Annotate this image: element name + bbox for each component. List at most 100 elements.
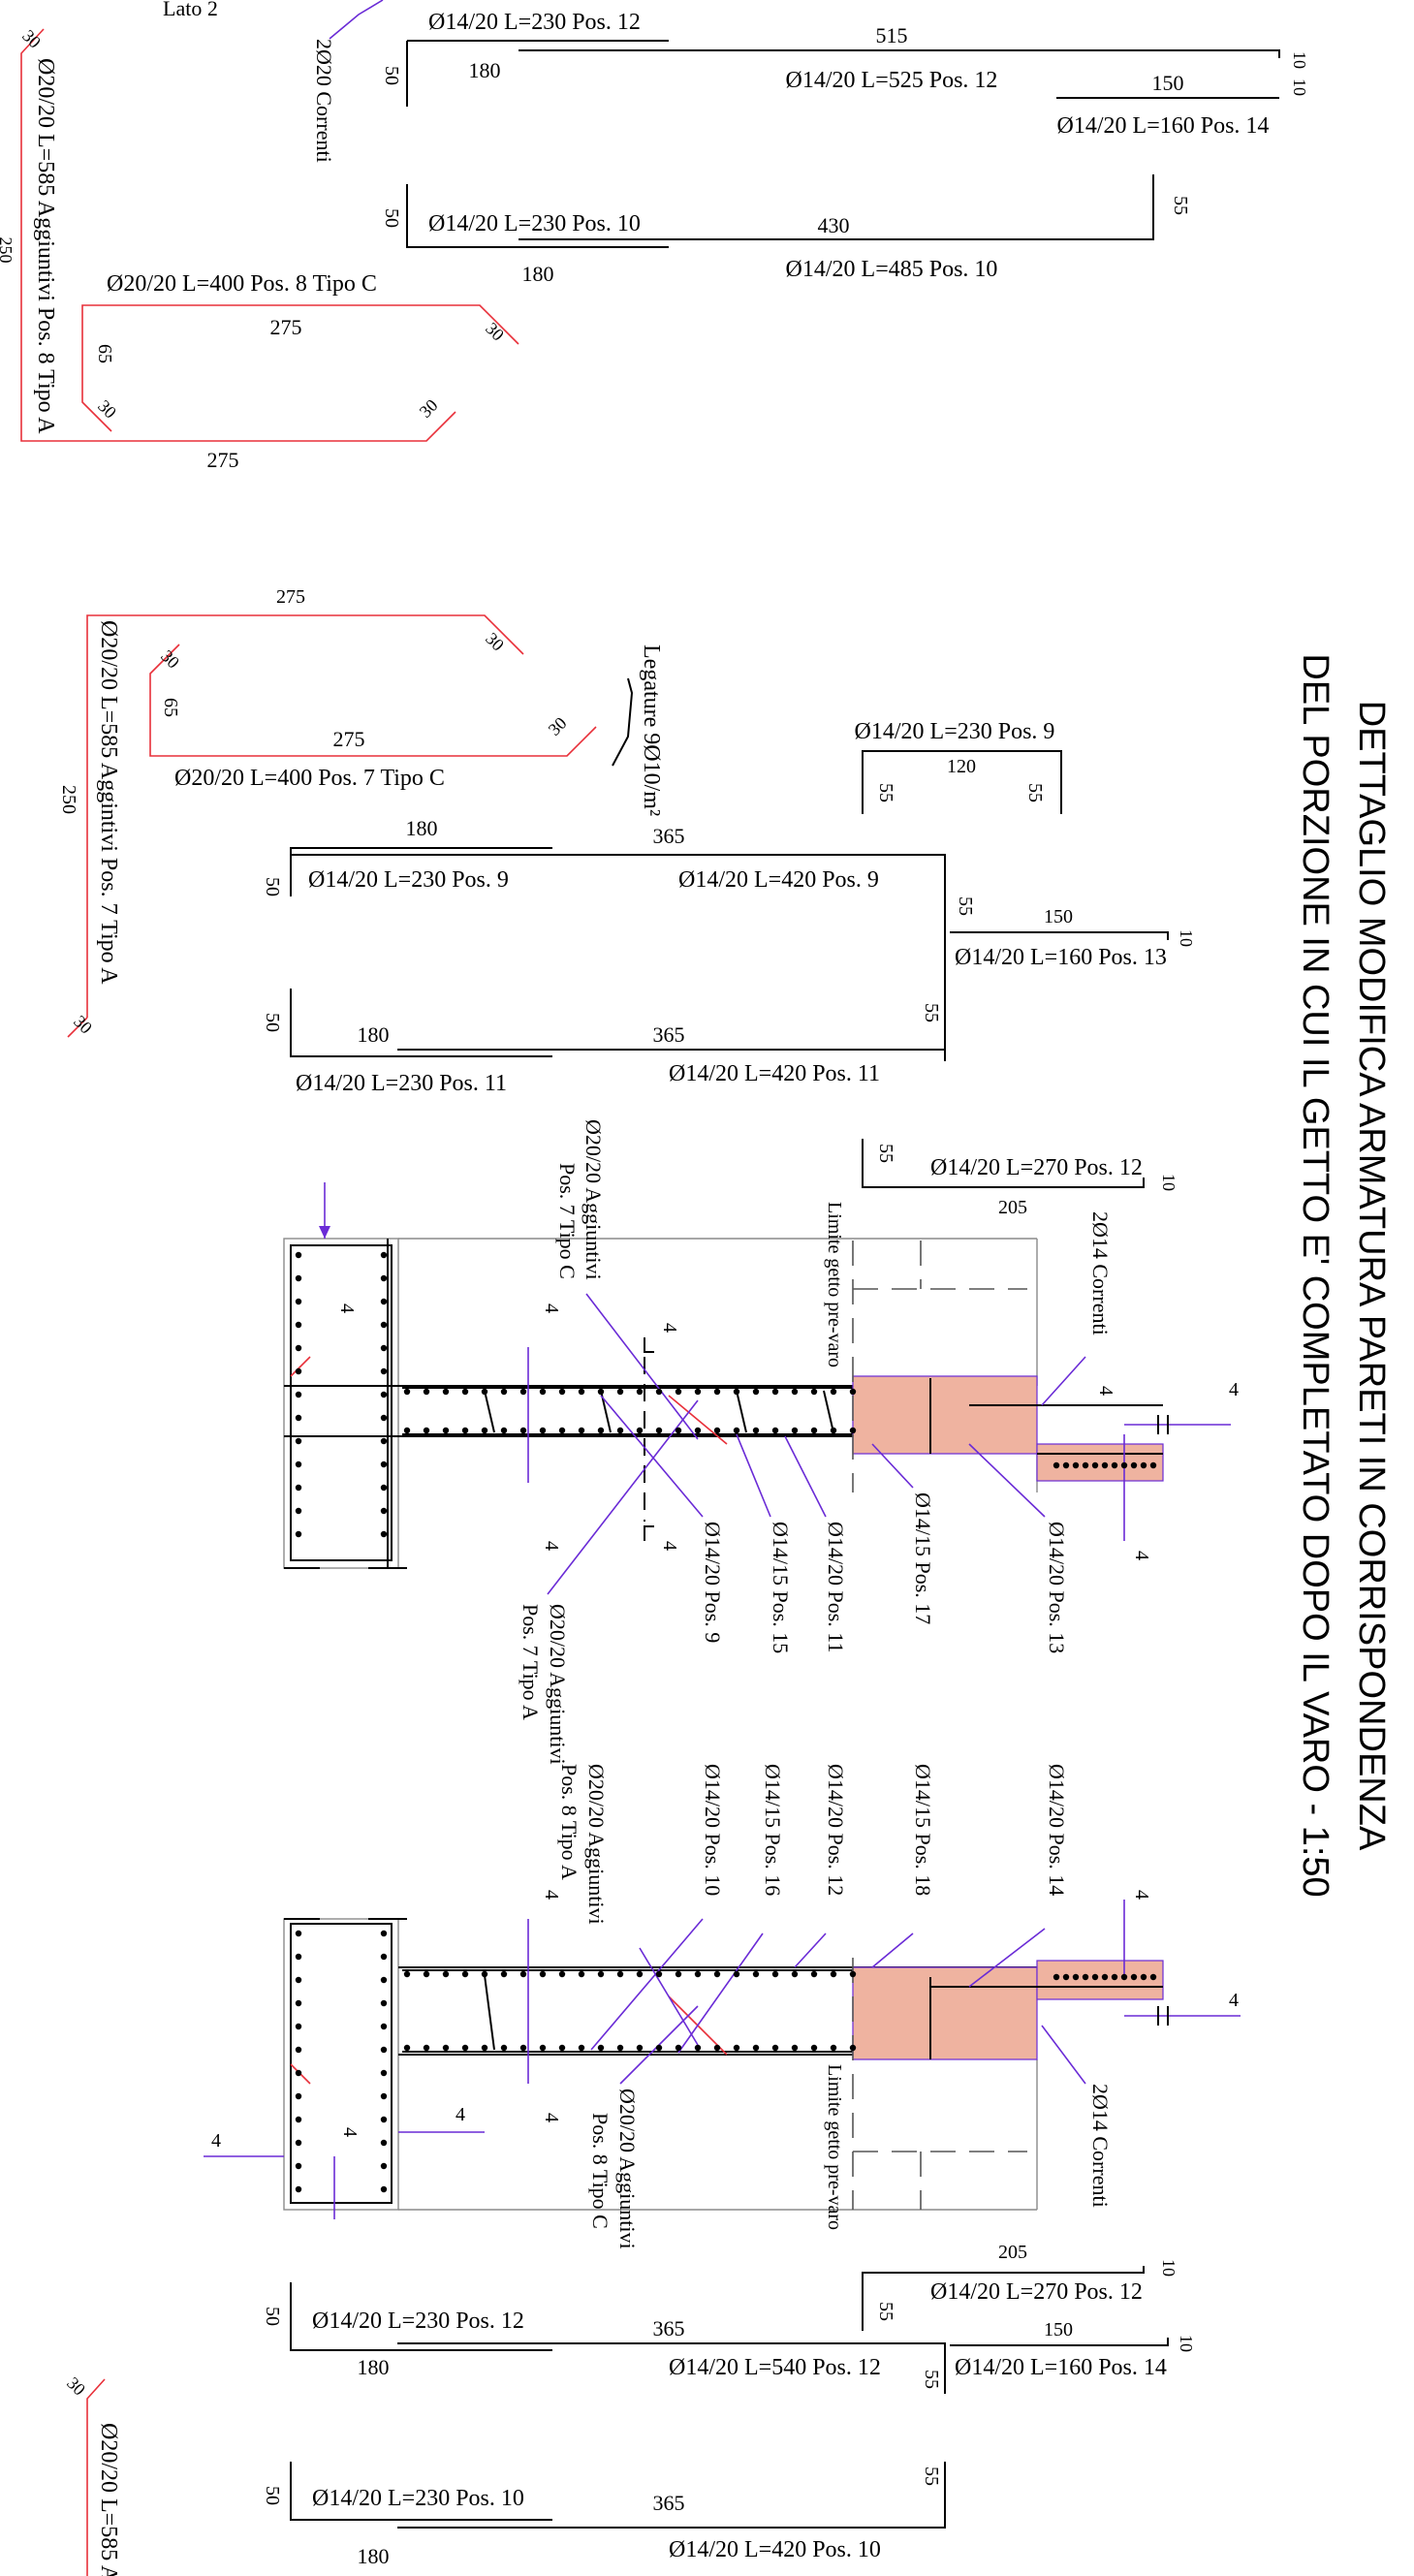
rebar-dot [380,1274,388,1282]
rebar-dot [830,1388,837,1396]
section1-n4-d: 4 [659,1323,680,1333]
dim-150c: 150 [1044,2319,1073,2340]
rebar-dot [380,2046,388,2054]
bottom-pos14-label: Ø14/20 L=160 Pos. 14 [955,2355,1167,2380]
drawing-title: DETTAGLIO MODIFICA ARMATURA PARETI IN CO… [1295,653,1392,1897]
section1-p17-label: Ø14/15 Pos. 17 [911,1492,935,1624]
rebar-dot [791,1388,799,1396]
pos10a-label: Ø14/20 L=230 Pos. 10 [428,211,641,236]
section1-agg7a-pos: Pos. 7 Tipo A [518,1604,543,1720]
dim-205b: 205 [998,2242,1027,2263]
rebar-dot [539,1970,547,1978]
bar-bottom-pos10-230 [290,2462,552,2521]
rebar-dot [713,1970,721,1978]
rebar-dot [1130,1973,1138,1981]
dim-55f: 55 [875,1144,896,1163]
section1-infill-ext [1036,1443,1164,1482]
rebar-dot [481,2044,488,2052]
rebar-dot [295,1930,302,1937]
section1-n4-a: 4 [336,1304,358,1313]
bar-pos10-short [406,184,669,248]
section1-p11-label: Ø14/20 Pos. 11 [824,1522,848,1652]
rebar-dot [295,1999,302,2007]
rebar-dot [694,2044,702,2052]
bar-pos9-230 [290,847,552,896]
section1-n4-e: 4 [659,1541,680,1551]
dim-275a: 275 [270,315,302,339]
rebar-dot [295,2162,302,2170]
rebar-dot [380,1321,388,1329]
section-2-detail: Limite getto pre-varo 4 4 4 4 4 4 4 Ø20/… [204,1764,1241,2249]
pos12-270-label: Ø14/20 L=270 Pos. 12 [930,1155,1143,1180]
section2-p10-label: Ø14/20 Pos. 10 [701,1764,725,1896]
rebar-dot [295,1367,302,1375]
rebar-dot [558,1388,566,1396]
section1-p13-label: Ø14/20 Pos. 13 [1045,1522,1069,1653]
dim-180c: 180 [406,816,438,840]
pos8a-label: Ø20/20 L=585 Aggiuntivi Pos. 8 Tipo A [33,58,58,434]
rebar-dot [380,1344,388,1352]
rebar-dot [655,1427,663,1434]
rebar-dot [519,1427,527,1434]
pos14-label: Ø14/20 L=160 Pos. 14 [1057,113,1270,139]
rebar-dot [675,1388,682,1396]
rebar-dot [1072,1461,1080,1469]
dim-30h: 30 [70,1012,96,1038]
rebar-dot [500,1970,508,1978]
rebar-dot [442,1427,450,1434]
dim-55e: 55 [921,1003,942,1022]
rebar-dot [771,1970,779,1978]
rebar-dot [597,1970,605,1978]
rebar-dot [403,2044,411,2052]
rebar-dot [380,1930,388,1937]
rebar-dot [295,1976,302,1984]
rebar-dot [616,1970,624,1978]
dim-55i: 55 [921,2466,942,2486]
dim-10f: 10 [1177,2335,1196,2352]
rebar-dot [597,1388,605,1396]
rebar-dot [1062,1973,1070,1981]
bottom-pos12-230-label: Ø14/20 L=230 Pos. 12 [312,2309,524,2334]
rebar-dot [461,1388,469,1396]
bar-pos9-u [862,750,1062,814]
rebar-dot [539,2044,547,2052]
dim-430: 430 [818,213,850,237]
section1-flange-top [283,1238,399,1569]
dim-365b: 365 [653,1022,685,1047]
rebar-dot [1149,1461,1157,1469]
rebar-dot [295,1274,302,1282]
rebar-dot [771,2044,779,2052]
bar-pos11-230 [290,989,552,1057]
rebar-dot [694,1970,702,1978]
section2-correnti-label: 2Ø14 Correnti [1088,2084,1113,2208]
rebar-dot [558,1970,566,1978]
rebar-dot [380,1999,388,2007]
dim-65a: 65 [94,344,115,363]
rebar-dot [830,1970,837,1978]
bar-bottom-pos12-270 [862,2266,1145,2331]
rebar-dot [1053,1461,1060,1469]
pos8c-label: Ø20/20 L=400 Pos. 8 Tipo C [107,271,377,297]
rebar-dot [1082,1973,1089,1981]
section2-flange [283,1918,399,2211]
rebar-dot [380,1461,388,1468]
rebar-dot [295,2023,302,2030]
rebar-dot [655,2044,663,2052]
pos10b-label: Ø14/20 L=485 Pos. 10 [786,257,998,282]
dim-365a: 365 [653,824,685,848]
bar-pos7c [149,644,597,757]
legature-label: Legature 9Ø10/m² [639,644,664,816]
lato-label: Lato 2 [163,0,218,20]
section2-agg8c-label: Ø20/20 Aggiuntivi [615,2089,640,2249]
correnti-label: 2Ø20 Correnti [312,39,336,163]
rebar-dot [713,1427,721,1434]
dim-365c: 365 [653,2316,685,2340]
section2-agg8c-pos: Pos. 8 Tipo C [588,2113,613,2229]
section2-n4-g: 4 [1229,1990,1239,2011]
bottom-bar-schedule: 205 Ø14/20 L=270 Pos. 12 10 55 150 Ø14/2… [63,2242,1196,2576]
rebar-dot [500,1388,508,1396]
rebar-dot [380,1298,388,1305]
rebar-dot [1091,1973,1099,1981]
bar-bottom-pos10-420 [397,2462,946,2529]
dim-180f: 180 [358,2544,390,2568]
